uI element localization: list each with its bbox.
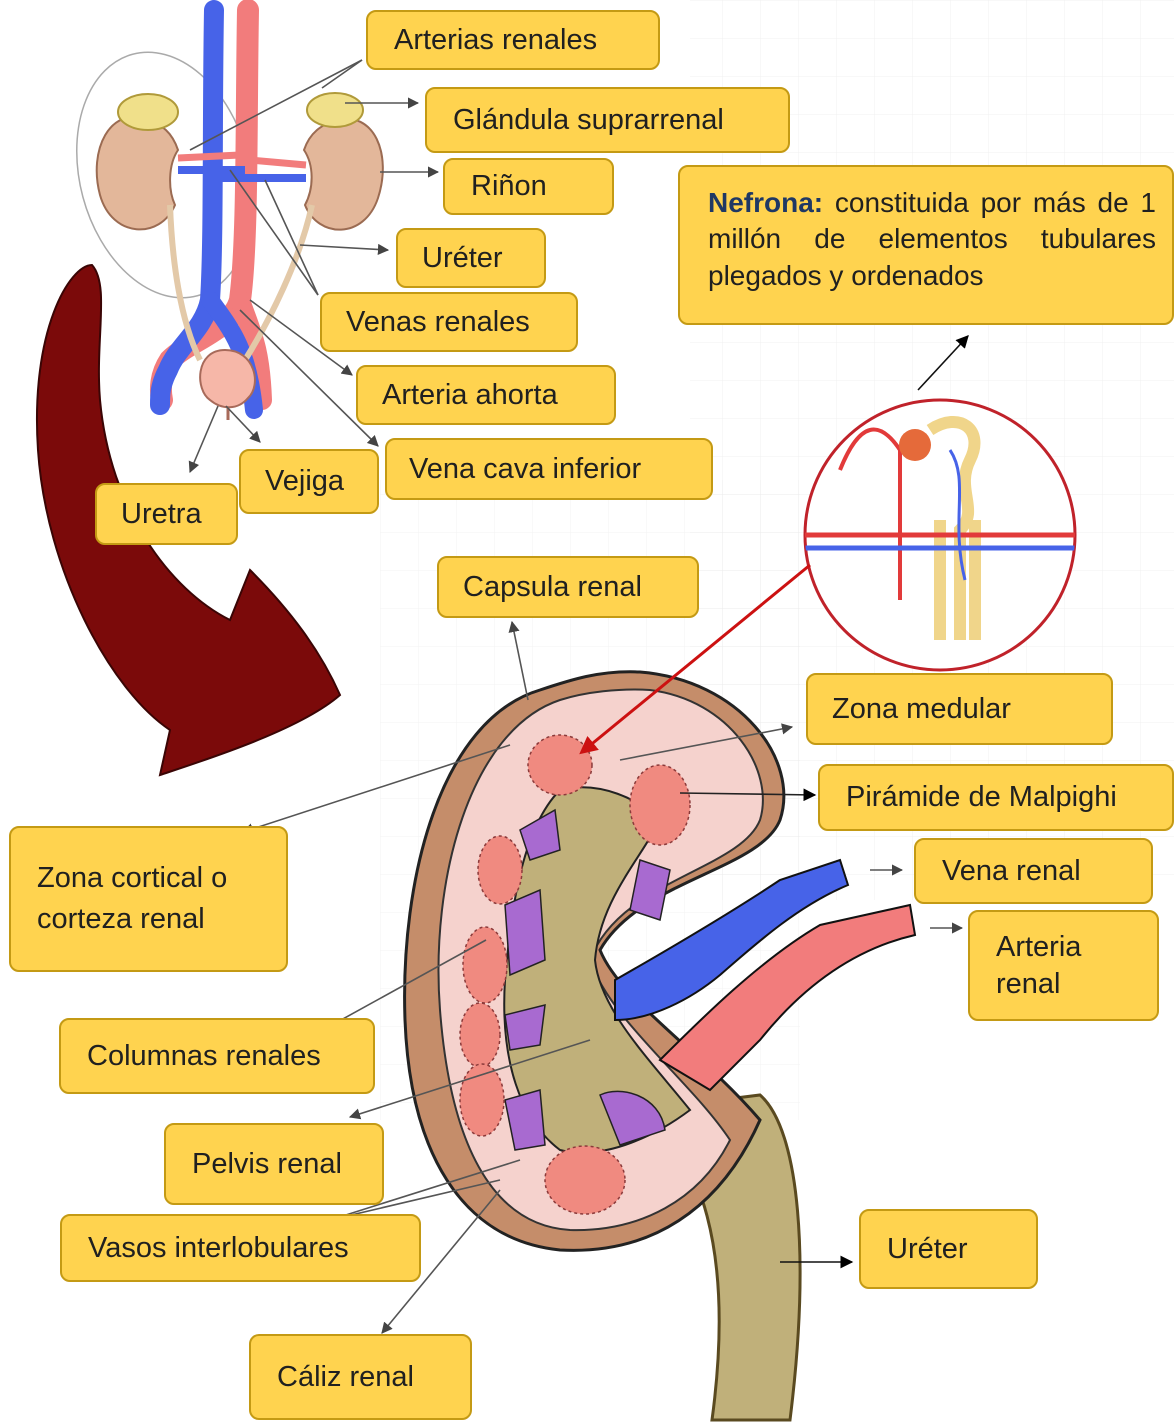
label-pelvis-renal: Pelvis renal (164, 1123, 384, 1205)
pyramid (545, 1146, 625, 1214)
nefrona-text: Nefrona: constituida por más de 1 millón… (708, 185, 1156, 294)
label-ureter-top: Uréter (396, 228, 546, 288)
label-arteria-renal: Arteria renal (968, 910, 1159, 1021)
column (505, 890, 545, 975)
label-arterias-renales: Arterias renales (366, 10, 660, 70)
label-zona-cortical: Zona cortical o corteza renal (9, 826, 288, 972)
label-arteria-ahorta: Arteria ahorta (356, 365, 616, 425)
pyramid (478, 836, 522, 904)
label-vena-cava-inferior: Vena cava inferior (385, 438, 713, 500)
label-rinon: Riñon (443, 158, 614, 215)
label-venas-renales: Venas renales (320, 292, 578, 352)
label-piramide-malpighi: Pirámide de Malpighi (818, 764, 1174, 831)
nefrona-callout: Nefrona: constituida por más de 1 millón… (678, 165, 1174, 325)
left-kidney (97, 117, 178, 229)
left-adrenal (118, 94, 178, 130)
label-capsula-renal: Capsula renal (437, 556, 699, 618)
right-adrenal (307, 93, 363, 127)
right-kidney (304, 119, 383, 230)
label-vena-renal: Vena renal (914, 838, 1153, 904)
label-glandula-suprarrenal: Glándula suprarrenal (425, 87, 790, 153)
pyramid (630, 765, 690, 845)
label-uretra: Uretra (95, 483, 238, 545)
label-zona-medular: Zona medular (806, 673, 1113, 745)
pyramid (463, 927, 507, 1003)
bladder (200, 350, 255, 407)
label-caliz-renal: Cáliz renal (249, 1334, 472, 1420)
nefrona-title: Nefrona: (708, 187, 823, 218)
pyramid (528, 735, 592, 795)
pyramid (460, 1003, 500, 1067)
label-columnas-renales: Columnas renales (59, 1018, 375, 1094)
label-ureter-bottom: Uréter (859, 1209, 1038, 1289)
urinary-system-illustration (51, 10, 383, 420)
label-vejiga: Vejiga (239, 449, 379, 514)
label-vasos-interlobulares: Vasos interlobulares (60, 1214, 421, 1282)
nephron-inset (800, 400, 1080, 670)
